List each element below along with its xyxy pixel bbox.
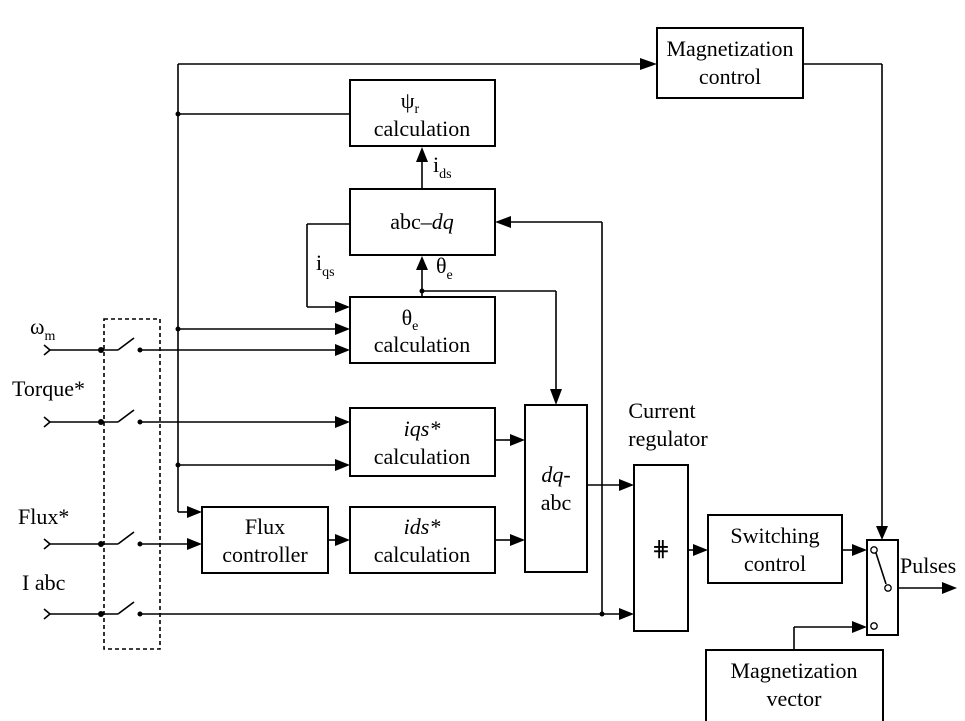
ids-label: ids* <box>404 514 441 539</box>
iabc-label: I abc <box>22 570 66 595</box>
input-switch-group <box>103 318 161 650</box>
torque-label: Torque* <box>12 376 85 401</box>
iqs-calculation-block: iqs* calculation <box>349 407 496 477</box>
flux-controller-line1: Flux <box>245 514 285 539</box>
theta-calculation-label: calculation <box>374 332 471 357</box>
ids-signal-label: ids <box>433 152 452 182</box>
magnetization-vector-line2: vector <box>767 686 823 711</box>
input-torque: Torque* <box>12 376 335 428</box>
magnetization-control-block: Magnetization control <box>656 27 804 99</box>
dq-abc-line2: abc <box>541 490 572 515</box>
flux-controller-line2: controller <box>222 542 308 567</box>
magnetization-control-line1: Magnetization <box>666 36 793 61</box>
pulses-output-label: Pulses <box>900 553 956 578</box>
magnetization-vector-line1: Magnetization <box>730 658 857 683</box>
arrowheads <box>187 58 957 633</box>
input-flux: Flux* <box>18 504 188 550</box>
abc-dq-block: abc–dq <box>349 188 496 256</box>
abc-dq-label: abc–dq <box>390 209 454 234</box>
switching-control-line2: control <box>744 551 806 576</box>
psi-symbol: ψr <box>401 88 420 117</box>
magnetization-control-line2: control <box>699 64 761 89</box>
dq-abc-line1: dq- <box>541 462 570 487</box>
iqs-label: iqs* <box>404 416 441 441</box>
flux-controller-block: Flux controller <box>201 506 329 574</box>
hysteresis-icon: ⋕ <box>652 536 670 561</box>
current-regulator-line1: Current <box>628 398 695 423</box>
psi-calculation-label: calculation <box>374 116 471 141</box>
switching-control-line1: Switching <box>730 523 819 548</box>
input-omega-m: ωm <box>30 314 335 356</box>
omega-m-label: ωm <box>30 314 55 344</box>
theta-e-signal-label: θe <box>436 253 453 283</box>
dq-abc-block: dq- abc <box>524 404 588 573</box>
iqs-signal-label: iqs <box>316 250 335 280</box>
switching-control-block: Switching control <box>707 514 843 584</box>
input-iabc: I abc <box>22 570 620 620</box>
current-regulator-line2: regulator <box>628 426 708 451</box>
magnetization-vector-block: Magnetization vector <box>705 649 884 721</box>
ids-calculation-label: calculation <box>374 542 471 567</box>
psi-calculation-block: ψr calculation <box>349 79 496 147</box>
flux-label: Flux* <box>18 504 69 529</box>
theta-symbol: θe <box>402 305 419 334</box>
current-regulator-block: Current regulator ⋕ <box>628 398 708 632</box>
theta-calculation-block: θe calculation <box>349 296 496 364</box>
selector-switch-block <box>866 539 899 636</box>
signal-wires <box>175 63 942 650</box>
iqs-calculation-label: calculation <box>374 444 471 469</box>
ids-calculation-block: ids* calculation <box>349 506 496 574</box>
